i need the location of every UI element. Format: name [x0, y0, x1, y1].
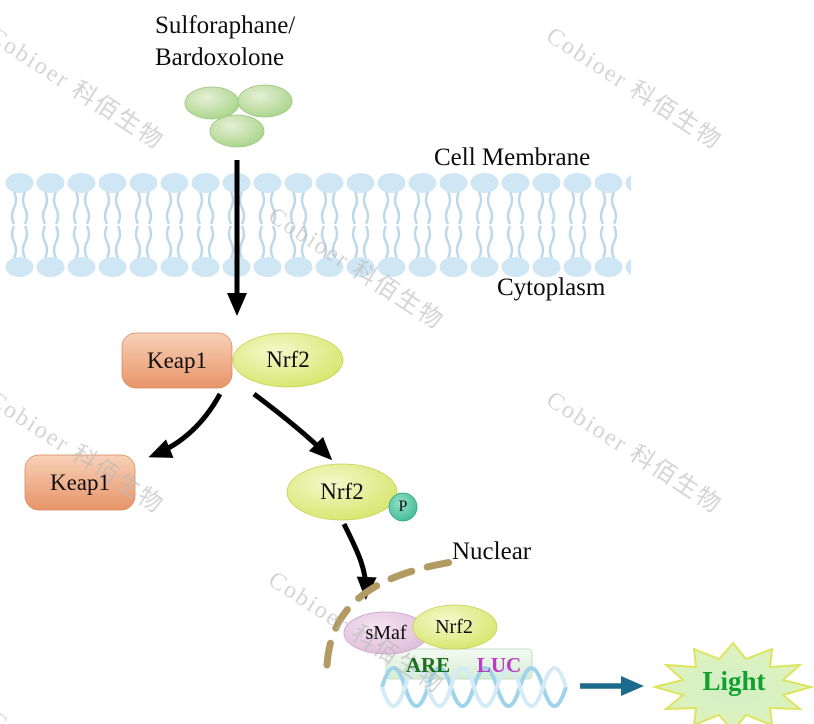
keap1-complex-label: Keap1 — [146, 348, 208, 373]
nuclear-label: Nuclear — [452, 538, 532, 565]
stimulus-label-line2: Bardoxolone — [155, 44, 285, 71]
cell-membrane-label: Cell Membrane — [434, 144, 591, 171]
are-luc-reporter — [380, 648, 568, 708]
phospho-label: P — [398, 498, 408, 515]
arrow-keap1-release — [148, 392, 223, 458]
keap1-nrf2-complex — [121, 332, 344, 389]
arrow-nuclear-translocation — [341, 522, 377, 600]
keap1-free-box — [24, 454, 136, 511]
cytoplasm-label: Cytoplasm — [497, 274, 606, 301]
cell-membrane-bilayer — [4, 172, 631, 278]
smaf-label: sMaf — [365, 622, 407, 644]
stimulus-label-line1: Sulforaphane/ — [155, 12, 296, 39]
nrf2-phospho — [286, 463, 418, 522]
nrf2-free-label: Nrf2 — [320, 479, 364, 504]
are-label: ARE — [405, 653, 451, 677]
dna-strand-b — [380, 666, 568, 708]
light-label: Light — [702, 666, 766, 696]
nuclear-membrane-dashes — [323, 557, 462, 669]
drug-molecules — [184, 84, 293, 148]
nrf2-nuclear-label: Nrf2 — [435, 616, 473, 638]
luc-label: LUC — [476, 653, 522, 677]
light-starburst — [651, 641, 814, 724]
nrf2-nuclear-ellipse — [412, 604, 498, 650]
nrf2-complex-label: Nrf2 — [266, 347, 310, 372]
arrow-nrf2-release — [252, 392, 333, 461]
keap1-free-label: Keap1 — [49, 470, 111, 495]
